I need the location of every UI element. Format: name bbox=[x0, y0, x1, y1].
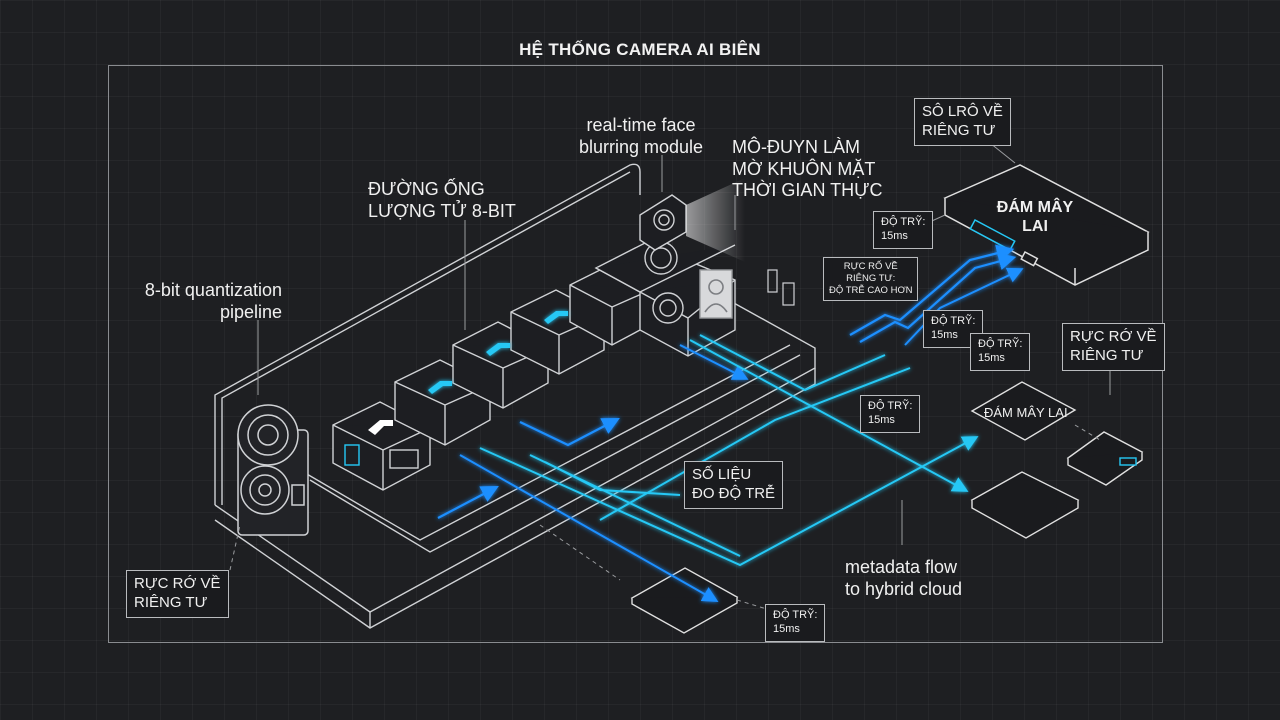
privacy-callout-bottom: RỰC RỚ VỀ RIÊNG TƯ bbox=[126, 570, 229, 618]
hybrid-cloud-label: ĐÁM MÂY LAI bbox=[996, 199, 1074, 236]
flow-line-cyan bbox=[479, 436, 979, 567]
cloud-node-small bbox=[630, 381, 1144, 634]
quantization-cubes bbox=[332, 263, 656, 491]
flow-line-blue bbox=[849, 244, 1015, 336]
arrow-icon bbox=[486, 343, 510, 356]
face-icon bbox=[704, 279, 728, 313]
arrow-icon bbox=[544, 311, 568, 324]
flow-line-blue bbox=[904, 267, 1024, 346]
flow-line-blue bbox=[679, 344, 749, 380]
flow-line-blue bbox=[459, 454, 719, 602]
device-enclosure bbox=[214, 163, 816, 629]
flow-line-cyan bbox=[544, 461, 681, 496]
flow-line-blue bbox=[437, 485, 499, 519]
flow-line-blue bbox=[859, 252, 1017, 343]
small-sensors bbox=[767, 269, 795, 306]
latency-badge: ĐỘ TRỸ: 15ms bbox=[765, 604, 826, 642]
privacy-callout-right: RỰC RỚ VỀ RIÊNG TƯ bbox=[1062, 323, 1165, 371]
privacy-callout-top: SÔ LRÔ VỀ RIÊNG TƯ bbox=[914, 98, 1011, 146]
leader-lines bbox=[229, 134, 1111, 611]
flow-line-cyan bbox=[699, 334, 886, 392]
quantization-label-en: 8-bit quantization pipeline bbox=[144, 280, 282, 322]
face-blur-label-en: real-time face blurring module bbox=[578, 115, 704, 157]
flow-line-cyan bbox=[599, 367, 911, 521]
lens-camera-icon bbox=[237, 404, 309, 536]
arrow-icon bbox=[368, 420, 393, 435]
arrow-icon bbox=[428, 381, 452, 394]
metadata-flow-label: metadata flow to hybrid cloud bbox=[845, 557, 963, 599]
flow-line-cyan bbox=[689, 339, 969, 492]
blur-beam bbox=[686, 178, 745, 262]
hybrid-cloud-small-label: ĐÁM MÂY LAI bbox=[984, 405, 1068, 420]
latency-badge: ĐỘ TRỸ: 15ms bbox=[860, 395, 921, 433]
privacy-latency-callout: RỰC RỐ VỀ RIÊNG TƯ: ĐỘ TRỄ CAO HƠN bbox=[823, 257, 919, 301]
quantization-label-vi: ĐƯỜNG ỐNG LƯỢNG TỬ 8-BIT bbox=[368, 179, 516, 221]
latency-metric-callout: SỐ LIỆU ĐO ĐỘ TRỄ bbox=[684, 461, 784, 509]
face-blur-label-vi: MÔ-ĐUYN LÀM MỜ KHUÔN MẶT THỜI GIAN THỰC bbox=[732, 137, 883, 201]
hybrid-cloud-server bbox=[943, 164, 1150, 286]
latency-badge: ĐỘ TRỸ: 15ms bbox=[970, 333, 1031, 371]
page-title: HỆ THỐNG CAMERA AI BIÊN bbox=[519, 40, 761, 59]
latency-badge: ĐỘ TRỸ: 15ms bbox=[873, 211, 934, 249]
flow-line-blue bbox=[519, 417, 620, 447]
